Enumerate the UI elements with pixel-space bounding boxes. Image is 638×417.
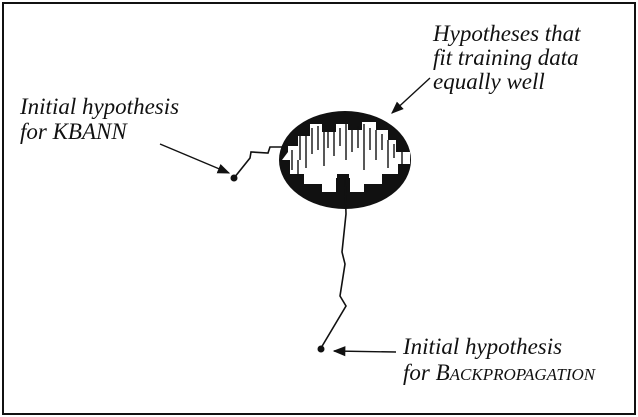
backprop-label-line1: Initial hypothesis	[402, 334, 562, 359]
fit-region-label-line: fit training data	[433, 45, 579, 70]
arrow-to-backprop-start	[332, 346, 397, 357]
backprop-label-line2: for BACKPROPAGATION	[403, 360, 597, 385]
backprop-search-path	[317, 177, 347, 353]
backprop-label-smallcaps: ACKPROPAGATION	[449, 365, 597, 384]
backprop-label-prefix: for	[403, 360, 436, 385]
fit-region-label-line: Hypotheses that	[432, 21, 581, 46]
fit-region-label: Hypotheses that fit training data equall…	[432, 21, 586, 94]
fit-region-label-line: equally well	[433, 69, 545, 94]
backprop-start-point	[317, 345, 325, 353]
kbann-label-line: for KBANN	[20, 119, 128, 144]
fit-region-ellipse	[279, 111, 411, 209]
kbann-label: Initial hypothesis for KBANN	[19, 94, 185, 144]
kbann-label-line: Initial hypothesis	[19, 94, 179, 119]
backprop-label-initial: B	[436, 360, 450, 385]
arrow-to-kbann-start	[159, 143, 231, 174]
kbann-search-path	[230, 146, 284, 182]
backprop-label: Initial hypothesis	[402, 334, 562, 359]
arrow-to-fit-region	[391, 77, 431, 114]
